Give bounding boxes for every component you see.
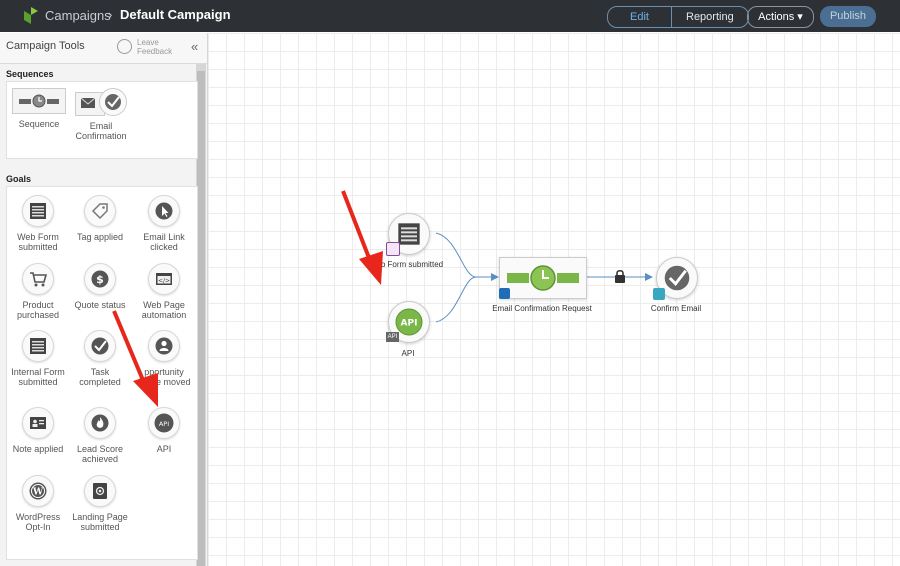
tool-wordpress-opt-in[interactable]: W WordPress Opt-In <box>8 475 68 532</box>
app-logo-icon <box>24 7 38 24</box>
checkmark-badge-icon <box>99 88 127 116</box>
sequence-icon <box>12 88 66 114</box>
tool-label: Email Link clicked <box>143 232 185 252</box>
view-toggle: Edit Reporting <box>607 6 749 28</box>
campaign-canvas[interactable]: b Form submitted API API API Email Confi… <box>208 33 900 566</box>
node-confirm-email-label: Confirm Email <box>650 304 702 313</box>
breadcrumb-separator: › <box>108 7 113 22</box>
tool-label: Tag applied <box>76 232 124 242</box>
tool-email-link-clicked[interactable]: Email Link clicked <box>134 195 194 252</box>
internal-form-icon <box>22 330 54 362</box>
dollar-icon: $ <box>84 263 116 295</box>
cursor-badge-icon <box>653 288 665 300</box>
page-title: Default Campaign <box>120 7 231 22</box>
api-icon: API <box>395 308 423 336</box>
sequence-timer-icon <box>507 265 579 291</box>
flame-icon <box>84 407 116 439</box>
lock-icon[interactable] <box>614 269 626 283</box>
tag-icon <box>84 195 116 227</box>
checkmark-icon <box>664 265 690 291</box>
breadcrumb-campaigns[interactable]: Campaigns <box>45 8 111 23</box>
tool-note-applied[interactable]: Note applied <box>8 407 68 454</box>
tab-reporting[interactable]: Reporting <box>686 11 734 23</box>
code-window-icon: </> <box>148 263 180 295</box>
checkmark-icon <box>84 330 116 362</box>
flow-connectors <box>435 232 653 323</box>
svg-text:API: API <box>159 420 169 428</box>
section-sequences-label: Sequences <box>6 69 54 79</box>
smiley-icon[interactable] <box>117 39 132 54</box>
tool-label: Quote status <box>74 300 126 310</box>
tool-label: Product purchased <box>16 300 60 320</box>
tool-api[interactable]: API API <box>134 407 194 454</box>
tool-email-confirmation-label: Email Confirmation <box>75 121 127 141</box>
sidebar-header: Campaign Tools Leave Feedback « <box>0 33 207 64</box>
api-icon: API <box>148 407 180 439</box>
tool-label: Task completed <box>79 367 121 387</box>
node-sequence-label: Email Confirmation Request <box>492 304 592 313</box>
collapse-sidebar-icon[interactable]: « <box>191 39 199 54</box>
tab-edit[interactable]: Edit <box>608 7 672 27</box>
tool-web-page-automation[interactable]: </> Web Page automation <box>134 263 194 320</box>
tool-sequence-label: Sequence <box>18 119 60 129</box>
actions-button[interactable]: Actions ▾ <box>747 6 814 28</box>
tool-product-purchased[interactable]: Product purchased <box>8 263 68 320</box>
tool-label: Web Form submitted <box>17 232 59 252</box>
tool-label: API <box>156 444 172 454</box>
wordpress-icon: W <box>22 475 54 507</box>
web-form-icon <box>22 195 54 227</box>
cursor-icon <box>148 195 180 227</box>
svg-text:API: API <box>401 319 418 329</box>
leave-feedback-link[interactable]: Leave Feedback <box>137 38 173 56</box>
node-email-confirmation-request[interactable] <box>499 257 587 299</box>
goals-panel: Web Form submitted Tag applied Email Lin… <box>6 186 198 560</box>
tool-label: pportunity Stage moved <box>137 367 191 387</box>
envelope-icon <box>81 98 95 108</box>
tool-opportunity-stage-moved[interactable]: pportunity Stage moved <box>134 330 194 387</box>
tool-label: Web Page automation <box>141 300 187 320</box>
api-badge: API <box>386 332 399 342</box>
annotation-arrow-sidebar <box>112 310 158 407</box>
tool-sequence[interactable]: Sequence <box>9 88 69 129</box>
note-card-icon <box>22 407 54 439</box>
svg-text:W: W <box>32 488 44 498</box>
tool-label: Note applied <box>12 444 64 454</box>
tool-landing-page-submitted[interactable]: Landing Page submitted <box>70 475 130 532</box>
tool-email-confirmation[interactable]: Email Confirmation <box>71 88 131 141</box>
top-bar: Campaigns › Default Campaign Edit Report… <box>0 0 900 32</box>
form-badge-icon <box>386 242 400 256</box>
tool-internal-form-submitted[interactable]: Internal Form submitted <box>8 330 68 387</box>
tool-web-form-submitted[interactable]: Web Form submitted <box>8 195 68 252</box>
sidebar-title: Campaign Tools <box>6 40 85 52</box>
tool-task-completed[interactable]: Task completed <box>70 330 130 387</box>
tool-label: Landing Page submitted <box>72 512 128 532</box>
landing-page-icon <box>84 475 116 507</box>
tool-label: Internal Form submitted <box>11 367 65 387</box>
svg-text:</>: </> <box>158 278 170 285</box>
tool-lead-score-achieved[interactable]: Lead Score achieved <box>70 407 130 464</box>
cart-icon <box>22 263 54 295</box>
publish-button[interactable]: Publish <box>820 6 876 27</box>
tool-quote-status[interactable]: $ Quote status <box>70 263 130 310</box>
web-form-icon <box>398 223 420 245</box>
person-icon <box>148 330 180 362</box>
annotation-arrow-canvas <box>341 190 383 285</box>
svg-text:$: $ <box>96 273 104 286</box>
section-goals-label: Goals <box>6 174 32 184</box>
flag-badge-icon <box>499 288 510 299</box>
tool-label: Lead Score achieved <box>76 444 124 464</box>
campaign-tools-sidebar: Campaign Tools Leave Feedback « Sequence… <box>0 33 208 566</box>
node-web-form-label: b Form submitted <box>380 260 444 269</box>
sidebar-scroll-thumb[interactable] <box>197 71 205 566</box>
node-api-label: API <box>401 349 415 358</box>
tool-tag-applied[interactable]: Tag applied <box>70 195 130 242</box>
tool-label: WordPress Opt-In <box>15 512 61 532</box>
sequences-panel: Sequence Email Confirmation <box>6 81 198 159</box>
